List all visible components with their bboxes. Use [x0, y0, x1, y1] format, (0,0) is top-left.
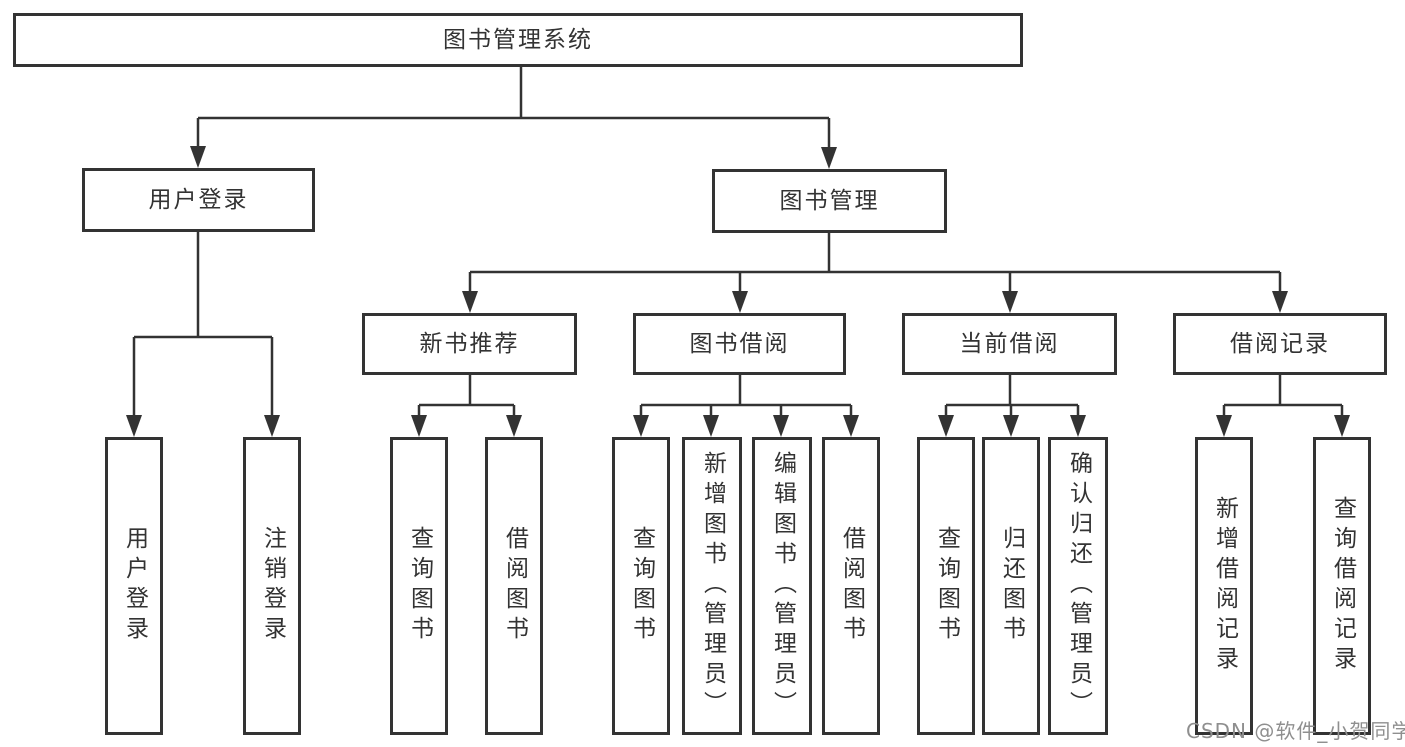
node-borrow-records: 借阅记录 — [1173, 313, 1387, 375]
leaf-add-book-admin: 新增图书（管理员） — [682, 437, 742, 735]
leaf-query-books-recommend: 查询图书 — [390, 437, 448, 735]
leaf-borrow-books-borrow: 借阅图书 — [822, 437, 880, 735]
leaf-borrow-books-recommend: 借阅图书 — [485, 437, 543, 735]
node-current-borrow: 当前借阅 — [902, 313, 1117, 375]
node-new-book-recommend: 新书推荐 — [362, 313, 577, 375]
leaf-logout: 注销登录 — [243, 437, 301, 735]
node-user-login: 用户登录 — [82, 168, 315, 232]
leaf-query-borrow-record: 查询借阅记录 — [1313, 437, 1371, 735]
root-node-library-management-system: 图书管理系统 — [13, 13, 1023, 67]
node-book-borrow: 图书借阅 — [633, 313, 846, 375]
node-book-management: 图书管理 — [712, 169, 947, 233]
csdn-watermark: CSDN @软件_小贺同学 — [1186, 719, 1405, 743]
leaf-return-book: 归还图书 — [982, 437, 1040, 735]
leaf-user-login: 用户登录 — [105, 437, 163, 735]
leaf-edit-book-admin: 编辑图书（管理员） — [752, 437, 812, 735]
leaf-query-books-current: 查询图书 — [917, 437, 975, 735]
leaf-add-borrow-record: 新增借阅记录 — [1195, 437, 1253, 735]
leaf-query-books-borrow: 查询图书 — [612, 437, 670, 735]
leaf-confirm-return-admin: 确认归还（管理员） — [1048, 437, 1108, 735]
